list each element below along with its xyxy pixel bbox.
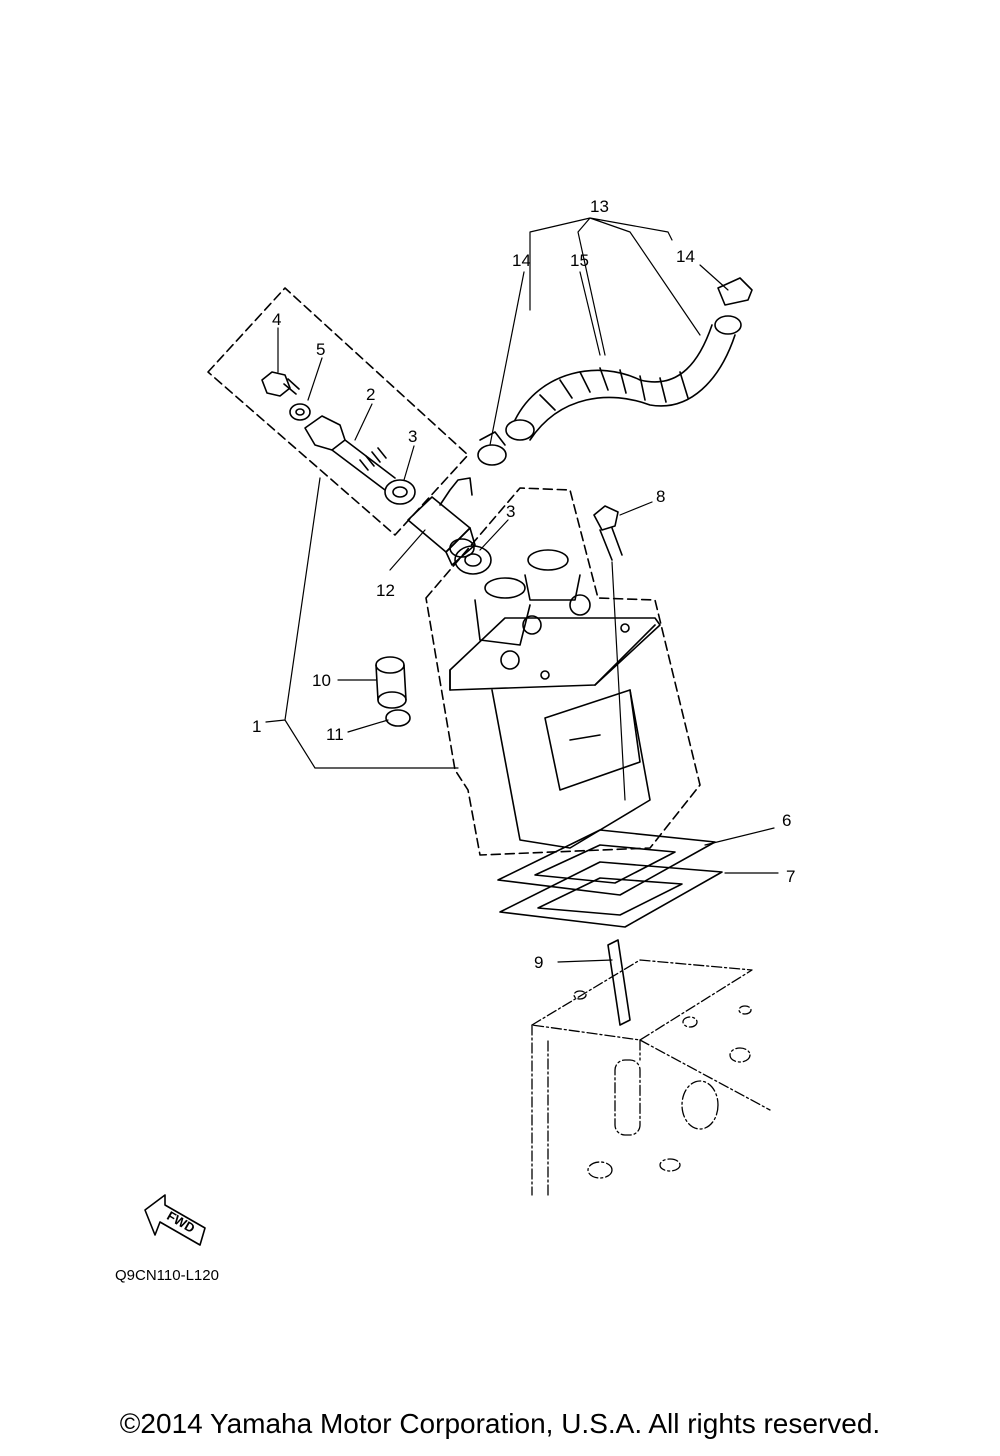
clamp-part-14a [477, 431, 507, 466]
copyright-footer: ©2014 Yamaha Motor Corporation, U.S.A. A… [119, 1408, 881, 1439]
callout-15: 15 [570, 251, 589, 270]
callout-13: 13 [590, 197, 609, 216]
callout-14b: 14 [676, 247, 695, 266]
callout-12: 12 [376, 581, 395, 600]
washer-part-3a [384, 479, 416, 505]
clamp-part-14b [714, 277, 753, 335]
callout-4: 4 [272, 310, 281, 329]
callout-2: 2 [366, 385, 375, 404]
fitting-part-12 [407, 477, 476, 566]
bolt-part-4 [261, 371, 300, 397]
group-outline-nozzle [207, 287, 469, 536]
fwd-label: FWD [164, 1208, 197, 1236]
group-outline-pump [425, 487, 701, 856]
pump-part-1 [449, 549, 661, 849]
stud-part-9 [607, 939, 631, 1026]
washer-part-3b [454, 545, 492, 575]
banjo-bolt-part-2 [304, 415, 396, 491]
callout-9: 9 [534, 953, 543, 972]
sleeve-part-10 [375, 656, 407, 709]
washer-part-11 [385, 709, 411, 727]
callout-5: 5 [316, 340, 325, 359]
leader-lines [265, 217, 779, 963]
fwd-arrow-icon [144, 1194, 206, 1246]
diagram-code: Q9CN110-L120 [115, 1267, 219, 1284]
callout-7: 7 [786, 867, 795, 886]
callout-3a: 3 [408, 427, 417, 446]
washer-part-5 [289, 403, 311, 421]
callout-1: 1 [252, 717, 261, 736]
callout-10: 10 [312, 671, 331, 690]
callout-6: 6 [782, 811, 791, 830]
callout-3b: 3 [506, 502, 515, 521]
gasket-part-7 [499, 861, 723, 928]
engine-block [531, 959, 771, 1196]
hose-part-15 [505, 324, 736, 441]
callout-14a: 14 [512, 251, 531, 270]
callout-11: 11 [326, 725, 344, 744]
callout-8: 8 [656, 487, 665, 506]
callout-labels: 13 14 15 14 4 5 2 3 3 8 12 10 1 11 6 7 9 [252, 197, 795, 972]
bolt-part-8 [593, 505, 623, 561]
